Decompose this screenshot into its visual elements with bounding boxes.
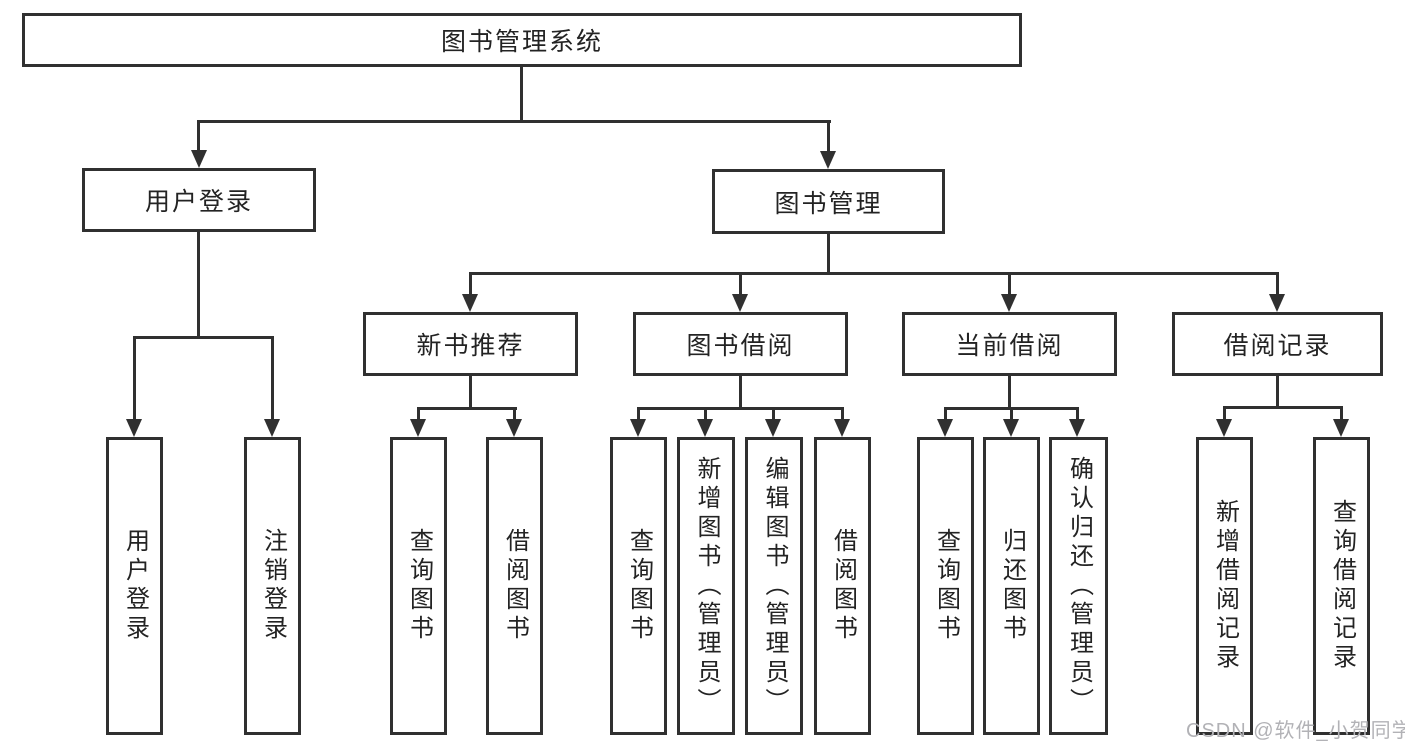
node-borrow-query-books-label: 查询图书 <box>625 528 653 644</box>
arrow-down-icon <box>1333 419 1349 437</box>
connector-line <box>1276 272 1279 296</box>
node-logout-label: 注销登录 <box>259 528 287 644</box>
connector-line <box>197 120 200 152</box>
node-add-borrow-record: 新增借阅记录 <box>1196 437 1253 735</box>
connector-line <box>1076 407 1079 421</box>
connector-line <box>417 407 517 410</box>
arrow-down-icon <box>126 419 142 437</box>
arrow-down-icon <box>820 151 836 169</box>
arrow-down-icon <box>506 419 522 437</box>
connector-line <box>271 336 274 419</box>
node-new-book-recommend: 新书推荐 <box>363 312 578 376</box>
node-user-login: 用户登录 <box>106 437 163 735</box>
arrow-down-icon <box>1003 419 1019 437</box>
node-add-book-admin-label: 新增图书（管理员） <box>693 455 720 717</box>
connector-line <box>133 336 136 419</box>
connector-line <box>1010 407 1013 421</box>
node-current-borrowing: 当前借阅 <box>902 312 1117 376</box>
arrow-down-icon <box>937 419 953 437</box>
node-current-query-books: 查询图书 <box>917 437 974 735</box>
node-return-books-label: 归还图书 <box>998 528 1026 644</box>
node-borrowing-records: 借阅记录 <box>1172 312 1383 376</box>
connector-line <box>469 272 472 296</box>
node-return-books: 归还图书 <box>983 437 1040 735</box>
connector-line <box>944 407 947 421</box>
node-add-book-admin: 新增图书（管理员） <box>677 437 735 735</box>
node-borrow-books: 借阅图书 <box>814 437 871 735</box>
arrow-down-icon <box>410 419 426 437</box>
connector-line <box>197 120 831 123</box>
connector-line <box>469 272 1279 275</box>
node-confirm-return-admin-label: 确认归还（管理员） <box>1065 455 1093 717</box>
node-borrow-query-books: 查询图书 <box>610 437 667 735</box>
connector-line <box>1008 376 1011 410</box>
node-new-book-recommend-label: 新书推荐 <box>416 332 525 360</box>
arrow-down-icon <box>1269 294 1285 312</box>
connector-line <box>469 376 472 410</box>
connector-line <box>827 234 830 275</box>
arrow-down-icon <box>462 294 478 312</box>
arrow-down-icon <box>191 150 207 168</box>
node-query-borrow-record-label: 查询借阅记录 <box>1328 499 1356 673</box>
connector-line <box>827 120 830 153</box>
connector-line <box>637 407 844 410</box>
node-edit-book-admin-label: 编辑图书（管理员） <box>761 455 788 717</box>
connector-line <box>133 336 274 339</box>
connector-line <box>772 407 775 421</box>
connector-line <box>1340 406 1343 421</box>
node-current-borrowing-label: 当前借阅 <box>955 332 1064 360</box>
arrow-down-icon <box>264 419 280 437</box>
node-edit-book-admin: 编辑图书（管理员） <box>745 437 803 735</box>
node-recommend-borrow-books-label: 借阅图书 <box>501 528 529 644</box>
node-recommend-query-books: 查询图书 <box>390 437 447 735</box>
connector-line <box>1223 406 1343 409</box>
csdn-watermark: CSDN @软件_小贺同学 <box>1186 720 1405 742</box>
node-recommend-query-books-label: 查询图书 <box>405 528 433 644</box>
node-book-management-group-label: 图书管理 <box>774 189 883 218</box>
connector-line <box>513 407 516 421</box>
node-current-query-books-label: 查询图书 <box>932 528 960 644</box>
connector-line <box>417 407 420 421</box>
node-book-management-group: 图书管理 <box>712 169 945 234</box>
arrow-down-icon <box>732 294 748 312</box>
connector-line <box>1223 406 1226 421</box>
connector-line <box>520 67 523 120</box>
arrow-down-icon <box>1069 419 1085 437</box>
arrow-down-icon <box>1001 294 1017 312</box>
node-borrow-books-label: 借阅图书 <box>829 528 857 644</box>
arrow-down-icon <box>834 419 850 437</box>
node-book-borrowing-label: 图书借阅 <box>686 332 795 360</box>
connector-line <box>637 407 640 421</box>
connector-line <box>1276 376 1279 409</box>
connector-line <box>197 232 200 336</box>
node-recommend-borrow-books: 借阅图书 <box>486 437 543 735</box>
node-borrowing-records-label: 借阅记录 <box>1223 332 1332 360</box>
arrow-down-icon <box>765 419 781 437</box>
arrow-down-icon <box>630 419 646 437</box>
connector-line <box>704 407 707 421</box>
node-user-login-label: 用户登录 <box>121 528 149 644</box>
node-library-management-system-label: 图书管理系统 <box>440 28 603 56</box>
node-logout: 注销登录 <box>244 437 301 735</box>
connector-line <box>739 272 742 296</box>
connector-line <box>739 376 742 410</box>
node-add-borrow-record-label: 新增借阅记录 <box>1211 499 1239 673</box>
node-user-login-group-label: 用户登录 <box>144 188 253 216</box>
node-library-management-system: 图书管理系统 <box>22 13 1022 67</box>
node-confirm-return-admin: 确认归还（管理员） <box>1049 437 1108 735</box>
arrow-down-icon <box>1216 419 1232 437</box>
connector-line <box>1008 272 1011 296</box>
node-query-borrow-record: 查询借阅记录 <box>1313 437 1370 735</box>
node-book-borrowing: 图书借阅 <box>633 312 848 376</box>
arrow-down-icon <box>697 419 713 437</box>
node-user-login-group: 用户登录 <box>82 168 316 232</box>
connector-line <box>841 407 844 421</box>
